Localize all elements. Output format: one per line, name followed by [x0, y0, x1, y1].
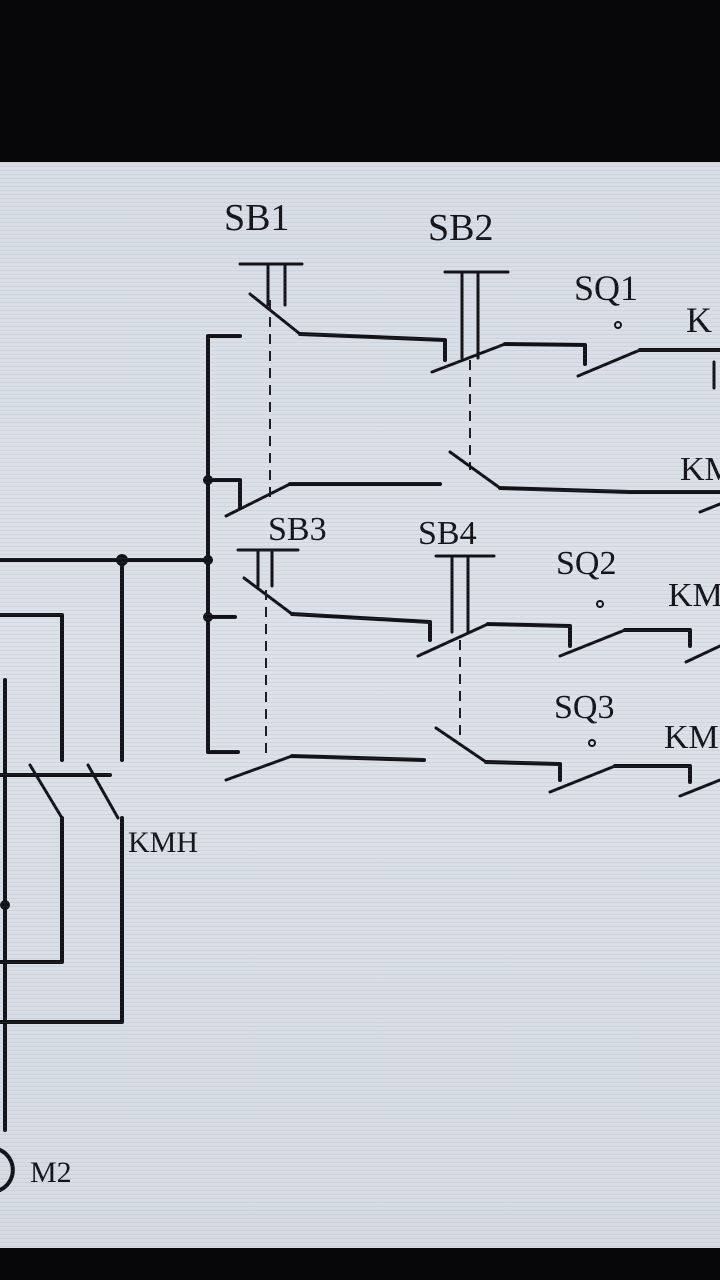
wire-sq3-km [613, 764, 692, 784]
sb3-nc-contact [224, 754, 294, 782]
wire-sb4-sq2 [486, 622, 572, 648]
wire-sb2-sq1 [503, 342, 587, 366]
rung-2 [224, 450, 720, 518]
km-contact-row3 [684, 644, 720, 664]
wire-row4-a [290, 754, 426, 762]
sq3-contact [548, 764, 617, 794]
sb2-label: SB2 [428, 207, 493, 249]
kmh-contact-1 [28, 763, 64, 820]
sq2-label: SQ2 [556, 545, 616, 582]
sb1-nc-contact [224, 482, 292, 518]
m2-label: M2 [30, 1156, 72, 1189]
lower-loop-2 [0, 816, 124, 1024]
rail-branch-2 [206, 478, 242, 510]
km-contact-row2 [698, 502, 720, 514]
wire-sq2-km [623, 628, 692, 648]
sb3-contact-blade [242, 576, 294, 616]
km-label-row2: KM [680, 451, 720, 488]
sq3-limit-marker [588, 739, 596, 747]
junction-dot [0, 900, 10, 910]
sb1-label: SB1 [224, 197, 289, 239]
sq1-limit-marker [614, 321, 622, 329]
wire-row4-b [484, 760, 562, 782]
wire-sb3-sb4 [290, 612, 432, 642]
control-rail [203, 334, 242, 754]
rung-1 [238, 262, 720, 500]
left-control-rail [206, 334, 242, 754]
km-label-row3: KM [668, 577, 720, 614]
sb2-nc-contact [448, 450, 502, 490]
rung-3 [236, 548, 720, 760]
sb1-contact-blade [248, 292, 302, 336]
km-contact-row4 [678, 778, 720, 798]
sb4-nc-contact [434, 726, 488, 764]
sq3-label: SQ3 [554, 689, 614, 726]
circuit-schematic: KMH M2 [0, 197, 720, 1192]
k-label-row1: K [686, 300, 712, 340]
sb4-contact-blade [416, 622, 490, 658]
kmh-label: KMH [128, 826, 198, 859]
monitor-bezel-bottom [0, 1248, 720, 1280]
sq1-contact [576, 348, 642, 378]
feed-line-2 [0, 613, 64, 762]
sq1-label: SQ1 [574, 268, 638, 308]
left-power-wiring [0, 554, 212, 1192]
lower-loop-1 [0, 816, 64, 964]
wire-sb1-sb2 [298, 332, 447, 362]
sb3-label: SB3 [268, 511, 327, 548]
kmh-contact-2 [86, 763, 120, 820]
sb4-label: SB4 [418, 515, 477, 552]
sq2-limit-marker [596, 600, 604, 608]
km-label-row4: KM [664, 719, 719, 756]
sq2-contact [558, 628, 627, 658]
sb2-contact-blade [430, 342, 507, 374]
rung-4 [224, 726, 720, 798]
wire-row2-b [498, 486, 720, 494]
motor-circle [0, 1148, 15, 1192]
junction-dot [203, 555, 213, 565]
monitor-screen: KMH M2 [0, 162, 720, 1252]
monitor-bezel-top [0, 0, 720, 170]
